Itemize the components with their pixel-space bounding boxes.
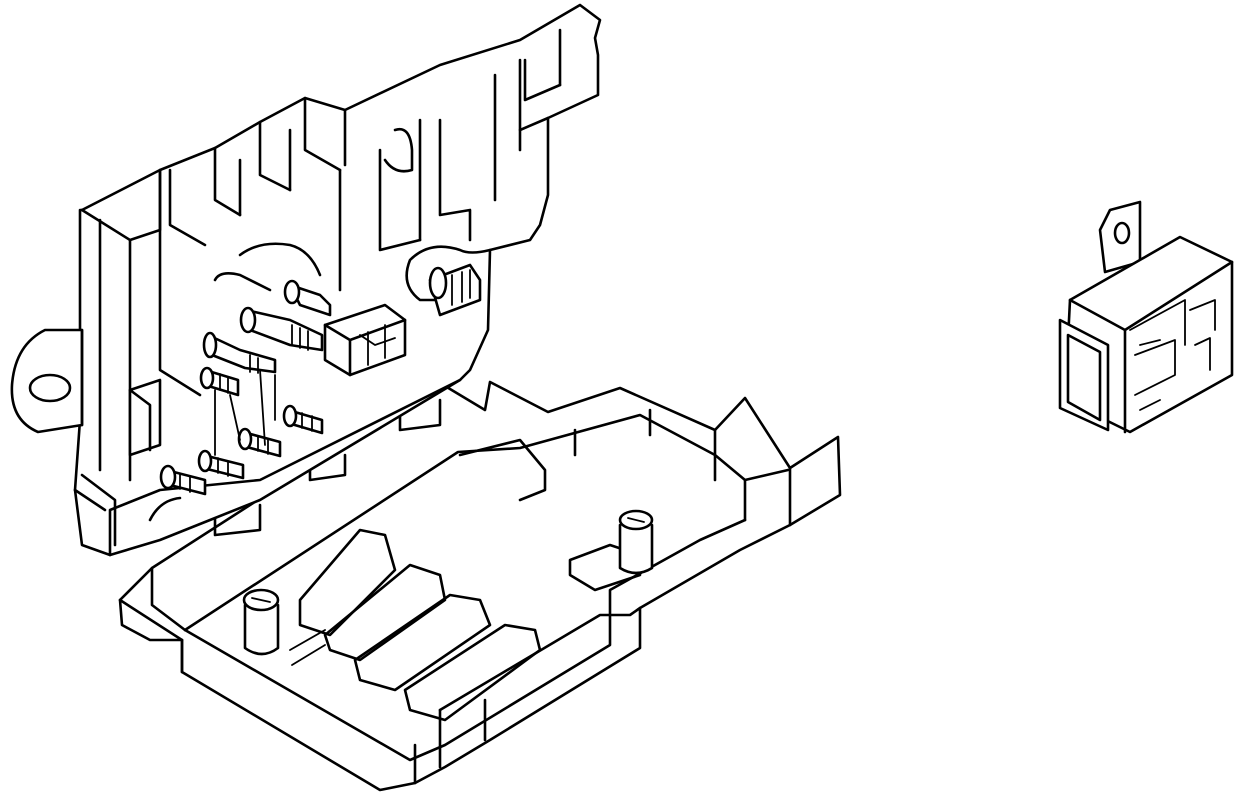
terminal-studs — [159, 263, 482, 496]
tray-post-right — [618, 509, 654, 575]
stud — [202, 331, 277, 374]
stud — [159, 464, 207, 496]
stud — [197, 449, 245, 480]
connector-block — [323, 303, 407, 377]
stud — [428, 263, 482, 317]
fuse-box-tray — [118, 380, 842, 792]
stud — [239, 306, 324, 352]
relay — [1058, 200, 1234, 434]
tray-post-left — [242, 588, 280, 656]
stud — [282, 404, 324, 435]
stud — [237, 427, 282, 458]
fuse-box-housing — [10, 3, 602, 557]
mounting-ear — [10, 328, 84, 434]
stud — [199, 366, 240, 397]
stud — [283, 279, 332, 317]
